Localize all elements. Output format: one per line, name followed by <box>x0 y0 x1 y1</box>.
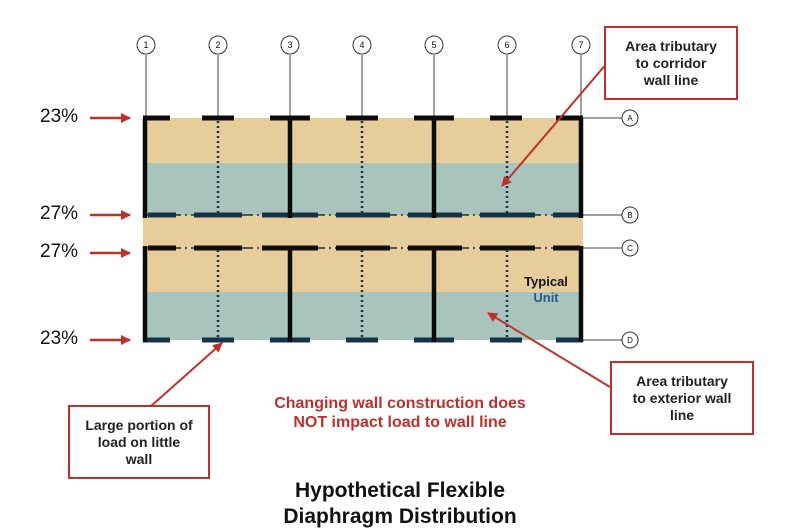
diagram-title-line-1: Hypothetical Flexible <box>294 479 506 502</box>
callout-little-wall-line-1: Large portion of <box>85 416 193 433</box>
row-bubble-c: C <box>621 239 639 257</box>
svg-text:6: 6 <box>504 40 509 50</box>
leader-arrow-little-wall <box>149 342 223 408</box>
callout-corridor-line-3: wall line <box>643 71 699 88</box>
diagram-title: Hypothetical Flexible Diaphragm Distribu… <box>230 478 570 530</box>
svg-text:D: D <box>627 336 633 345</box>
typical-unit-line-2: Unit <box>533 290 559 305</box>
svg-text:3: 3 <box>287 40 292 50</box>
construction-note-line-2: NOT impact load to wall line <box>293 414 507 431</box>
typical-unit-label: Typical Unit <box>510 274 582 306</box>
callout-little-wall-line-3: wall <box>125 450 153 467</box>
diagram-title-line-2: Diaphragm Distribution <box>283 505 517 528</box>
callout-corridor-line-1: Area tributary <box>625 37 717 54</box>
percent-label-d: 23% <box>40 328 79 349</box>
callout-little-wall: Large portion of load on little wall <box>68 405 210 479</box>
column-bubble-4: 4 <box>352 35 372 55</box>
svg-text:2: 2 <box>215 40 220 50</box>
row-bubble-d: D <box>621 331 639 349</box>
column-bubble-2: 2 <box>208 35 228 55</box>
svg-text:7: 7 <box>578 40 583 50</box>
percent-label-b: 27% <box>40 203 79 224</box>
callout-corridor-line-2: to corridor <box>635 54 707 71</box>
typical-unit-line-1: Typical <box>524 274 568 289</box>
callout-little-wall-line-2: load on little <box>97 433 181 450</box>
leader-arrow-exterior <box>487 312 611 388</box>
callout-exterior-line-3: line <box>669 406 695 423</box>
leader-arrow-corridor <box>501 61 609 187</box>
construction-note-line-1: Changing wall construction does <box>274 395 526 412</box>
column-bubble-3: 3 <box>280 35 300 55</box>
callout-exterior-line-1: Area tributary <box>636 372 728 389</box>
band-corridor <box>143 215 583 248</box>
svg-text:A: A <box>627 114 633 123</box>
callout-corridor: Area tributary to corridor wall line <box>604 26 738 100</box>
callout-exterior-line-2: to exterior wall <box>632 389 732 406</box>
column-bubble-6: 6 <box>497 35 517 55</box>
svg-text:4: 4 <box>359 40 364 50</box>
column-bubble-5: 5 <box>424 35 444 55</box>
band-tan-top <box>143 118 583 163</box>
percent-label-c: 27% <box>40 241 79 262</box>
row-bubble-b: B <box>621 206 639 224</box>
row-bubble-a: A <box>621 109 639 127</box>
callout-exterior: Area tributary to exterior wall line <box>610 361 754 435</box>
svg-text:5: 5 <box>431 40 436 50</box>
column-bubble-7: 7 <box>571 35 591 55</box>
construction-note: Changing wall construction does NOT impa… <box>240 394 560 432</box>
svg-text:C: C <box>627 244 633 253</box>
column-bubble-1: 1 <box>136 35 156 55</box>
percent-label-a: 23% <box>40 106 79 127</box>
svg-text:B: B <box>627 211 632 220</box>
svg-text:1: 1 <box>143 40 148 50</box>
